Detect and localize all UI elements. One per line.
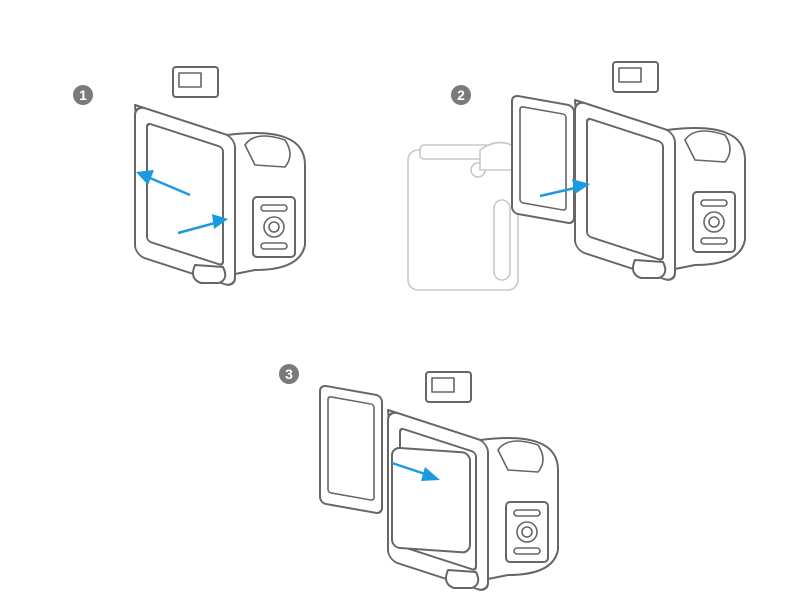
step-1-illustration: [134, 66, 306, 289]
action-camera: [407, 141, 521, 291]
arrow-out: [136, 170, 191, 197]
arrow-close: [391, 461, 440, 481]
step-2-badge: 2: [451, 85, 471, 105]
camera-cage: [134, 66, 306, 289]
step-2-illustration: [407, 61, 746, 291]
step-3-badge: 3: [279, 364, 299, 384]
arrow-insert: [539, 179, 590, 198]
cage-door-open: [319, 384, 383, 515]
screen-panel: [391, 446, 471, 554]
camera-cage: [574, 61, 746, 284]
arrow-in: [177, 214, 228, 235]
step-3-illustration: [319, 371, 559, 594]
step-1-badge: 1: [73, 85, 93, 105]
cage-door: [511, 94, 575, 225]
